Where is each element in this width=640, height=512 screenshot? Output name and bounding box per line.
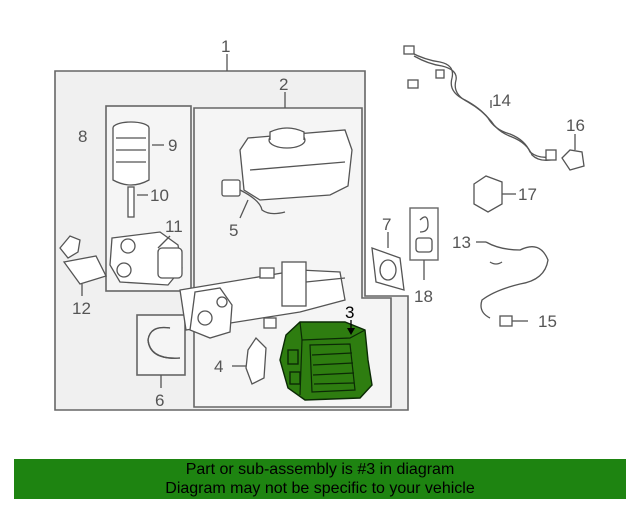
sensor-part-5 bbox=[221, 179, 286, 219]
callout-13: 13 bbox=[452, 233, 471, 252]
pump-motor-part-11 bbox=[109, 231, 183, 286]
bracket-part-12 bbox=[59, 235, 107, 296]
callout-6: 6 bbox=[155, 391, 164, 410]
gasket-part-7 bbox=[371, 232, 405, 291]
callout-8: 8 bbox=[78, 127, 87, 146]
harness-part-13 bbox=[476, 241, 549, 327]
callout-9: 9 bbox=[168, 136, 177, 155]
diagram-notice-banner: Part or sub-assembly is #3 in diagram Di… bbox=[14, 459, 626, 499]
filter-cap-part-9 bbox=[112, 121, 164, 186]
master-cylinder-body bbox=[179, 261, 346, 339]
assembly-box-6 bbox=[136, 314, 186, 376]
parts-diagram: 1 2 3 4 5 6 7 8 9 10 11 12 13 14 15 16 1… bbox=[54, 37, 585, 411]
callout-18: 18 bbox=[414, 287, 433, 306]
callout-15: 15 bbox=[538, 312, 557, 331]
callout-16: 16 bbox=[566, 116, 585, 135]
banner-line-1: Part or sub-assembly is #3 in diagram bbox=[185, 461, 455, 478]
callout-1: 1 bbox=[221, 37, 230, 56]
sensor-part-16 bbox=[561, 134, 585, 171]
abs-actuator-part-3[interactable] bbox=[279, 320, 373, 401]
callout-3[interactable]: 3 bbox=[345, 303, 354, 322]
wiring-harness-part-14 bbox=[403, 45, 557, 161]
callout-5: 5 bbox=[229, 221, 238, 240]
brake-fluid-reservoir bbox=[239, 127, 353, 201]
callout-17: 17 bbox=[518, 185, 537, 204]
part-17 bbox=[473, 175, 516, 213]
callout-14: 14 bbox=[492, 91, 511, 110]
callout-10: 10 bbox=[150, 186, 169, 205]
callout-7: 7 bbox=[382, 215, 391, 234]
callout-4: 4 bbox=[214, 357, 223, 376]
callout-2: 2 bbox=[279, 75, 288, 94]
clip-part-18 bbox=[415, 216, 433, 280]
bolt-part-10 bbox=[127, 186, 148, 218]
callout-12: 12 bbox=[72, 299, 91, 318]
callout-11: 11 bbox=[165, 217, 183, 236]
bracket-part-4 bbox=[232, 336, 267, 385]
banner-line-2: Diagram may not be specific to your vehi… bbox=[165, 480, 475, 497]
hose-part-6 bbox=[147, 326, 181, 388]
